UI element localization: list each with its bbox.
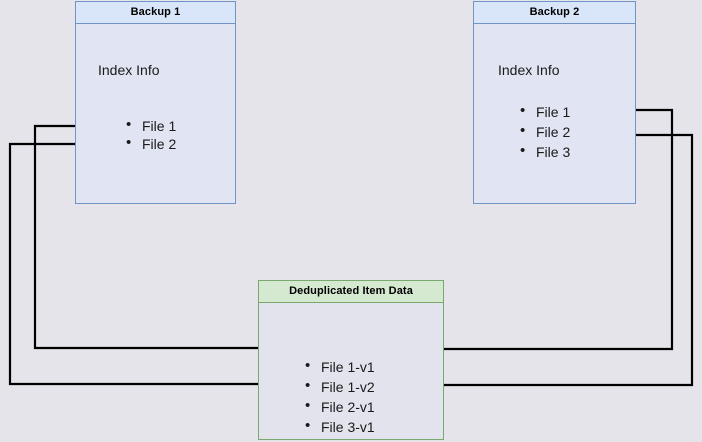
node-backup-2[interactable]: Backup 2 Index Info File 1 File 2 File 3	[473, 1, 636, 204]
backup-2-index-info-label: Index Info	[498, 62, 560, 78]
list-item: File 2	[124, 134, 176, 153]
node-backup-1-title: Backup 1	[76, 2, 235, 24]
node-deduplicated-item-data[interactable]: Deduplicated Item Data File 1-v1 File 1-…	[258, 280, 444, 440]
backup-1-file-list: File 1 File 2	[124, 116, 176, 153]
list-item: File 1	[124, 116, 176, 135]
node-backup-1[interactable]: Backup 1 Index Info File 1 File 2	[75, 1, 236, 204]
node-backup-2-title: Backup 2	[474, 2, 635, 24]
node-deduplicated-item-data-body: File 1-v1 File 1-v2 File 2-v1 File 3-v1	[259, 303, 443, 439]
list-item: File 2-v1	[303, 396, 375, 417]
list-item: File 1-v1	[303, 356, 375, 377]
backup-2-file-list: File 1 File 2 File 3	[518, 101, 570, 162]
list-item: File 2	[518, 121, 570, 142]
backup-1-index-info-label: Index Info	[98, 62, 160, 78]
list-item: File 1-v2	[303, 376, 375, 397]
node-backup-2-body: Index Info File 1 File 2 File 3	[474, 24, 635, 203]
list-item: File 3-v1	[303, 416, 375, 437]
dedup-item-list: File 1-v1 File 1-v2 File 2-v1 File 3-v1	[303, 356, 375, 437]
node-deduplicated-item-data-title: Deduplicated Item Data	[259, 281, 443, 303]
node-backup-1-body: Index Info File 1 File 2	[76, 24, 235, 203]
list-item: File 1	[518, 101, 570, 122]
list-item: File 3	[518, 141, 570, 162]
